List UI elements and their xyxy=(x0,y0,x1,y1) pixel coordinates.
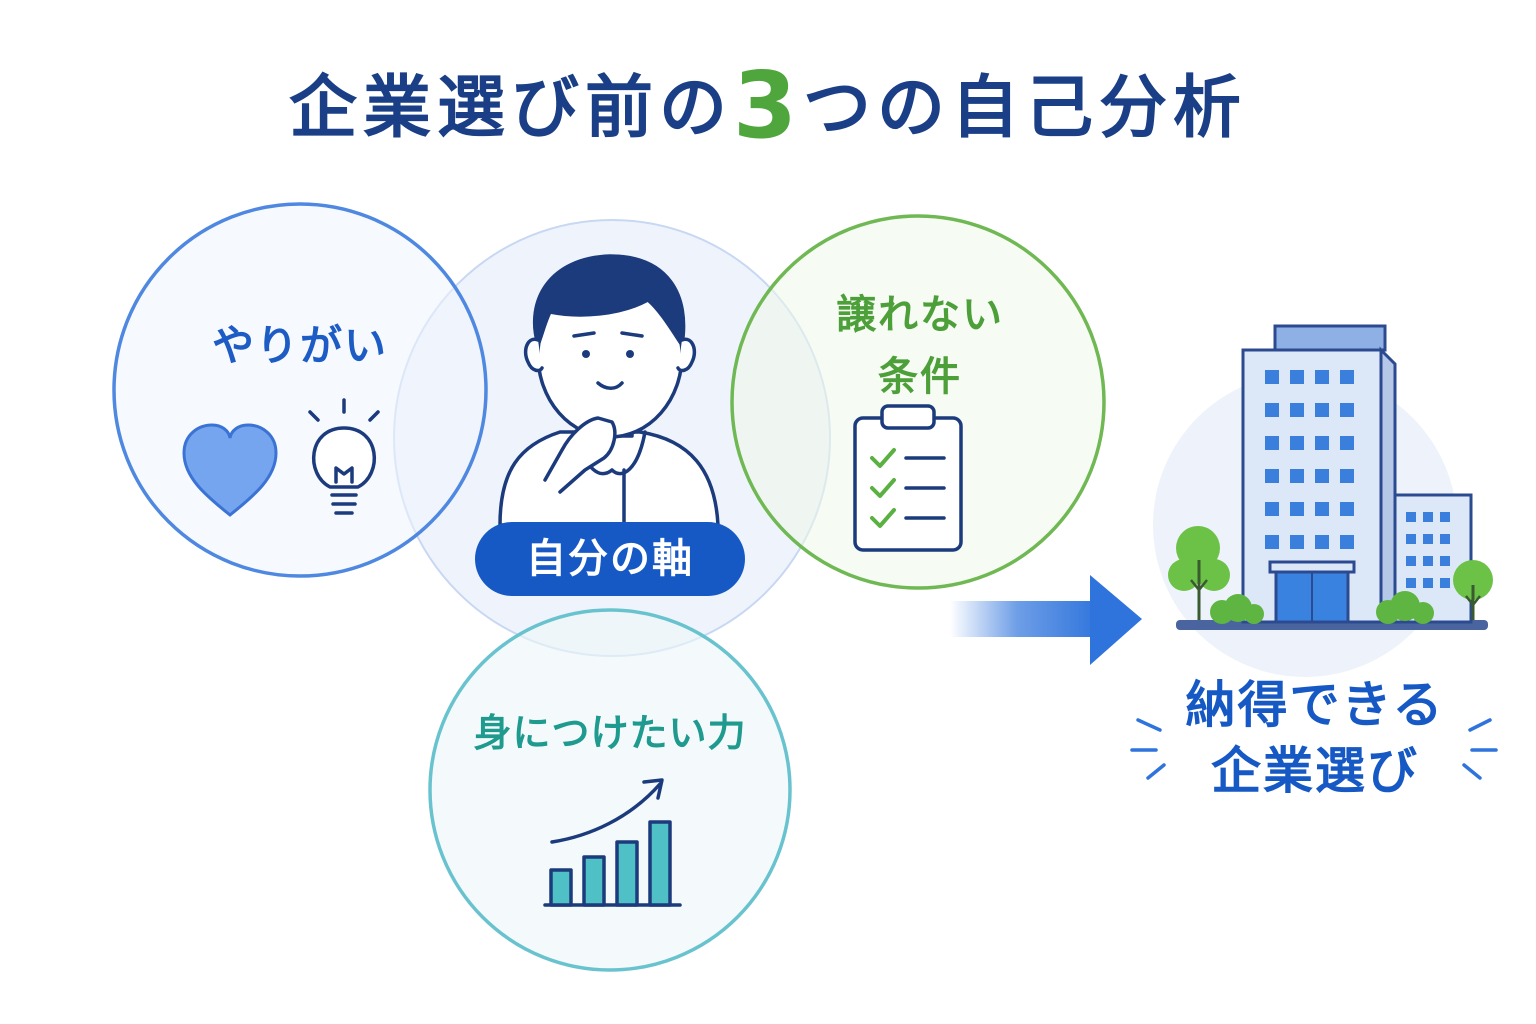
page-title: 企業選び前の3つの自己分析 xyxy=(0,52,1536,159)
result-label-line1: 納得できる xyxy=(1185,676,1445,734)
chikara-label: 身につけたい力 xyxy=(473,711,747,755)
result-label: 納得できる 企業選び xyxy=(1160,672,1470,804)
tree-icon xyxy=(1453,560,1493,620)
center-axis-badge: 自分の軸 xyxy=(475,522,745,596)
arrow-right-icon xyxy=(950,575,1142,665)
title-pre: 企業選び前の xyxy=(288,69,733,148)
title-number: 3 xyxy=(732,52,803,159)
lightbulb-icon xyxy=(308,398,380,515)
tree-icon xyxy=(1168,526,1230,620)
office-building-icon xyxy=(1153,324,1493,677)
sparkle-lines-icon xyxy=(1130,718,1498,780)
chikara-circle xyxy=(428,608,792,972)
yarigai-label: やりがい xyxy=(211,321,388,370)
yarigai-circle xyxy=(112,202,488,578)
thinking-person-icon xyxy=(498,254,720,527)
growth-chart-icon xyxy=(543,778,682,907)
yuzurenai-label: 譲れない 条件 xyxy=(790,284,1050,408)
bush-icon xyxy=(1210,591,1434,624)
yuzurenai-label-line2: 条件 xyxy=(878,354,962,400)
result-label-line2: 企業選び xyxy=(1211,742,1419,800)
heart-icon xyxy=(182,423,278,517)
yuzurenai-circle xyxy=(730,214,1106,590)
clipboard-checklist-icon xyxy=(853,404,963,552)
yuzurenai-label-line1: 譲れない xyxy=(836,292,1004,338)
title-post: つの自己分析 xyxy=(803,69,1248,148)
